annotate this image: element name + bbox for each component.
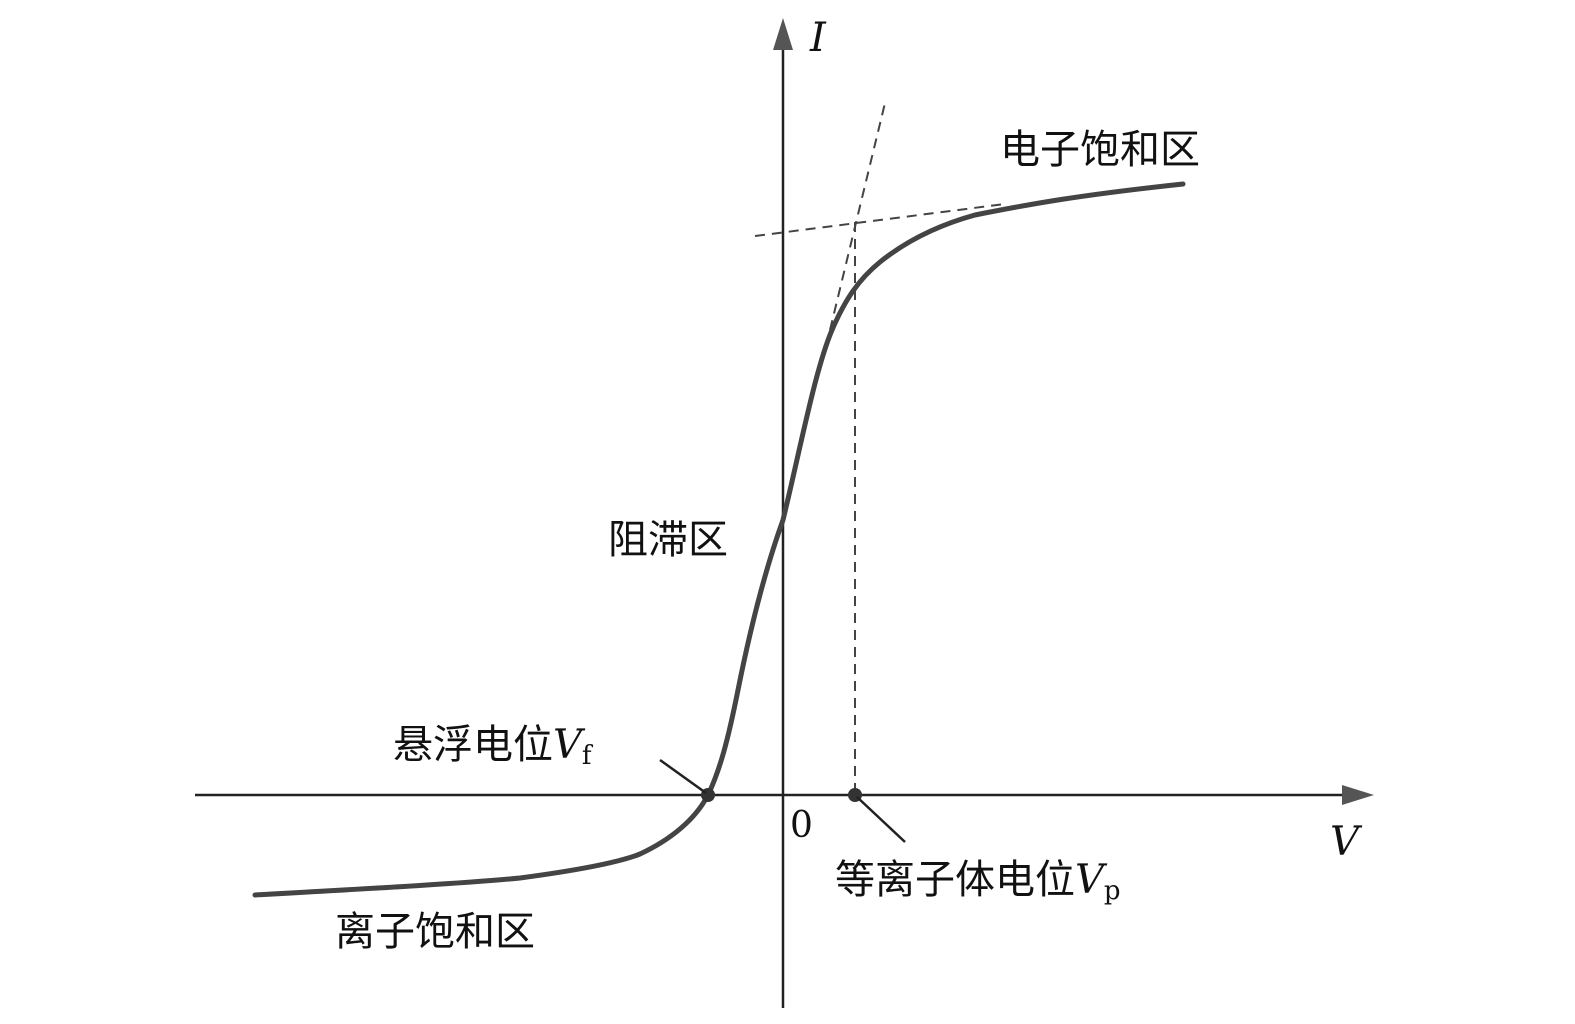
plasma-potential-subscript: p — [1103, 876, 1121, 906]
floating-potential-label: 悬浮电位Vf — [393, 725, 592, 769]
ion-saturation-label: 离子饱和区 — [335, 909, 535, 955]
x-axis-arrow — [1342, 785, 1374, 805]
tangent-line-saturation — [754, 203, 1006, 237]
plasma-potential-leader — [856, 796, 906, 843]
origin-label: 0 — [790, 805, 813, 846]
plasma-potential-text: 等离子体电位 — [835, 857, 1075, 903]
y-axis-label: I — [810, 15, 826, 61]
floating-potential-symbol: V — [553, 722, 582, 768]
retarding-region-label: 阻滞区 — [608, 517, 728, 563]
plasma-potential-symbol: V — [1075, 857, 1104, 903]
iv-curve — [252, 181, 1186, 898]
floating-potential-leader — [659, 758, 707, 795]
tangent-line-retarding — [829, 102, 886, 331]
floating-potential-text: 悬浮电位 — [393, 722, 553, 768]
electron-saturation-label: 电子饱和区 — [1000, 127, 1200, 173]
plasma-potential-label: 等离子体电位Vp — [835, 860, 1121, 904]
y-axis-arrow — [773, 18, 793, 50]
x-axis-label: V — [1330, 819, 1359, 865]
floating-potential-subscript: f — [581, 741, 592, 771]
